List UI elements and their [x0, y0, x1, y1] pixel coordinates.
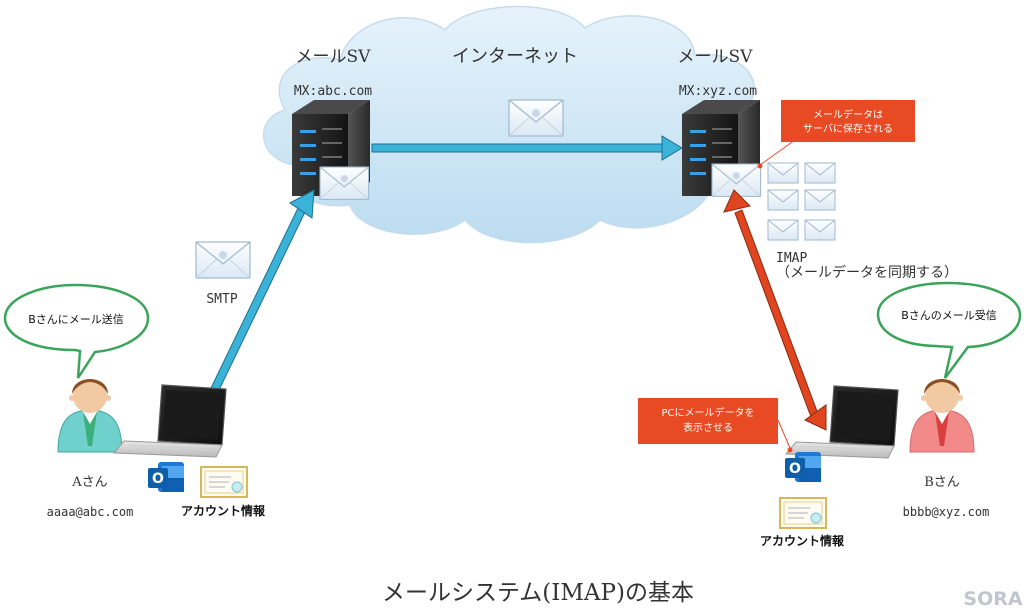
server-a-mail-icon — [319, 166, 370, 200]
imap-label: IMAP — [776, 251, 807, 266]
user-a-account-label: アカウント情報 — [181, 503, 266, 518]
user-b-speech-bubble: Bさんのメール受信 — [876, 281, 1022, 379]
user-a-avatar — [57, 379, 123, 453]
internet-label: インターネット — [452, 46, 578, 67]
user-b-email: bbbb@xyz.com — [903, 505, 990, 519]
smtp-label: SMTP — [206, 292, 237, 307]
transfer-arrow — [371, 135, 683, 161]
user-b-speech-text: Bさんのメール受信 — [901, 309, 997, 322]
user-b-account-label: アカウント情報 — [760, 533, 845, 548]
user-a-outlook-icon — [148, 462, 184, 492]
watermark: SORA — [963, 588, 1022, 610]
user-a-speech-bubble: Bさんにメール送信 — [3, 283, 150, 379]
server-b-mx: MX:xyz.com — [679, 84, 757, 99]
server-a-mx: MX:abc.com — [294, 84, 372, 99]
diagram-title: メールシステム(IMAP)の基本 — [382, 580, 694, 606]
user-a-laptop — [113, 384, 227, 458]
user-b-account-certificate-icon — [779, 497, 827, 529]
user-b-name: Bさん — [924, 475, 960, 490]
user-a-account-certificate-icon — [200, 466, 248, 498]
server-a-title: メールSV — [296, 47, 372, 67]
smtp-arrow — [210, 189, 315, 393]
user-b-outlook-icon — [785, 452, 821, 482]
smtp-mail-icon — [195, 241, 251, 279]
callout-pc-display-line2: 表示させる — [683, 421, 733, 434]
callout-server-store: メールデータは サーバに保存される — [757, 100, 915, 169]
user-a-speech-text: Bさんにメール送信 — [28, 312, 124, 326]
server-b-title: メールSV — [678, 47, 754, 67]
stored-mail-icons — [767, 162, 836, 241]
server-b-mail-icon — [711, 163, 762, 197]
user-b-avatar — [909, 379, 975, 453]
callout-server-store-line2: サーバに保存される — [803, 122, 893, 135]
in-transit-mail-icon — [508, 99, 564, 137]
user-a-email: aaaa@abc.com — [47, 505, 134, 519]
user-a-name: Aさん — [71, 475, 107, 490]
imap-note: （メールデータを同期する） — [776, 264, 958, 281]
callout-server-store-line1: メールデータは — [813, 108, 883, 121]
callout-pc-display-line1: PCにメールデータを — [661, 406, 754, 419]
user-b-laptop — [785, 385, 899, 459]
callout-pc-display: PCにメールデータを 表示させる — [638, 398, 793, 453]
imap-arrow — [723, 189, 827, 431]
